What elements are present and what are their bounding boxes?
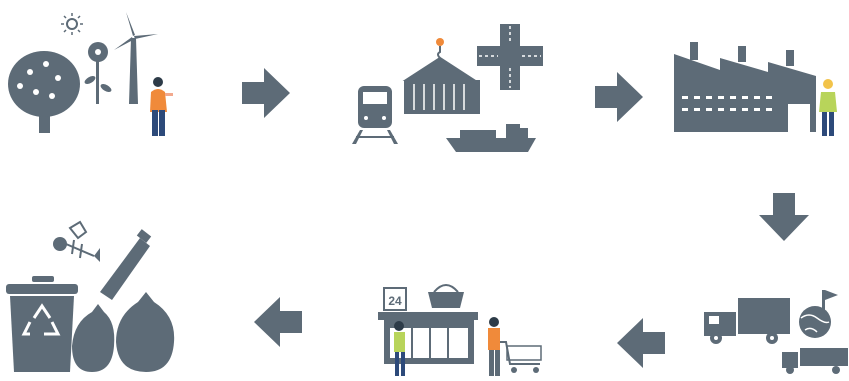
recycle-bin-icon bbox=[6, 276, 78, 372]
trash-bags-icon bbox=[72, 292, 174, 372]
fish-bone-icon bbox=[53, 222, 100, 262]
bottle-icon bbox=[100, 229, 151, 300]
